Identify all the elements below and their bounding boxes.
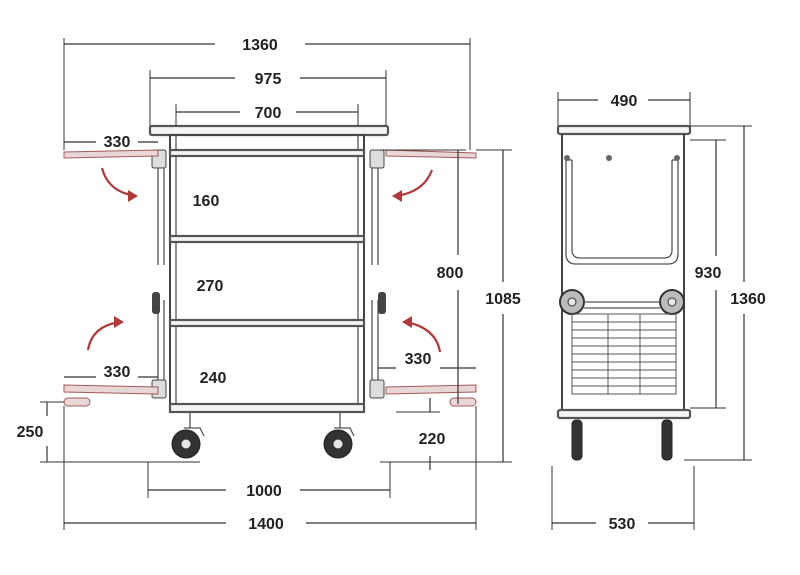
side-wheel-right (661, 419, 673, 461)
dim-frame-width-inner: 700 (255, 105, 282, 122)
shelf-bottom (168, 402, 366, 414)
flap-top-right (385, 149, 477, 159)
dim-total-height: 1085 (485, 291, 521, 308)
dim-flap-top-left: 330 (104, 134, 131, 151)
dim-side-base-depth: 530 (609, 516, 636, 533)
cabinet-body (169, 134, 365, 411)
side-bin-grid (571, 313, 677, 395)
flap-bottom-left (63, 384, 159, 395)
dim-bottom-clearance: 220 (419, 431, 446, 448)
dim-flap-bottom-left: 330 (104, 364, 131, 381)
shelf-middle-1 (168, 234, 366, 244)
hinge-bracket-top-right (369, 149, 385, 169)
dim-side-overall-height: 1360 (730, 291, 766, 308)
dim-flap-bottom-right: 330 (405, 351, 432, 368)
dim-wheelbase-width: 1000 (246, 483, 282, 500)
flap-foot-right (449, 397, 477, 407)
dim-body-height: 800 (437, 265, 464, 282)
flap-foot-left (63, 397, 91, 407)
tabletop (148, 124, 390, 137)
dim-overall-bottom-width: 1400 (248, 516, 284, 533)
dim-flap-height-floor: 250 (17, 424, 44, 441)
side-view: 490 930 1360 530 (551, 92, 766, 533)
side-knob-left (152, 292, 160, 314)
dim-side-handle-height: 930 (695, 265, 722, 282)
side-wheel-left (571, 419, 583, 461)
dim-shelf-1-height: 160 (193, 193, 220, 210)
flap-top-left (63, 149, 159, 159)
side-knob-right (378, 292, 386, 314)
dim-frame-width-outer: 975 (255, 71, 282, 88)
front-view: 1360 975 700 330 160 270 240 800 1085 (17, 37, 521, 533)
side-base (556, 408, 692, 420)
dim-shelf-3-height: 240 (200, 370, 227, 387)
shelf-top (168, 148, 366, 158)
flap-bottom-right (385, 384, 477, 395)
side-handle (565, 160, 679, 265)
dim-shelf-2-height: 270 (197, 278, 224, 295)
shelf-middle-2 (168, 318, 366, 328)
hinge-bracket-bottom-right (369, 379, 385, 399)
side-tabletop (556, 124, 692, 136)
dim-side-top-depth: 490 (611, 93, 638, 110)
dim-overall-top-width: 1360 (242, 37, 278, 54)
